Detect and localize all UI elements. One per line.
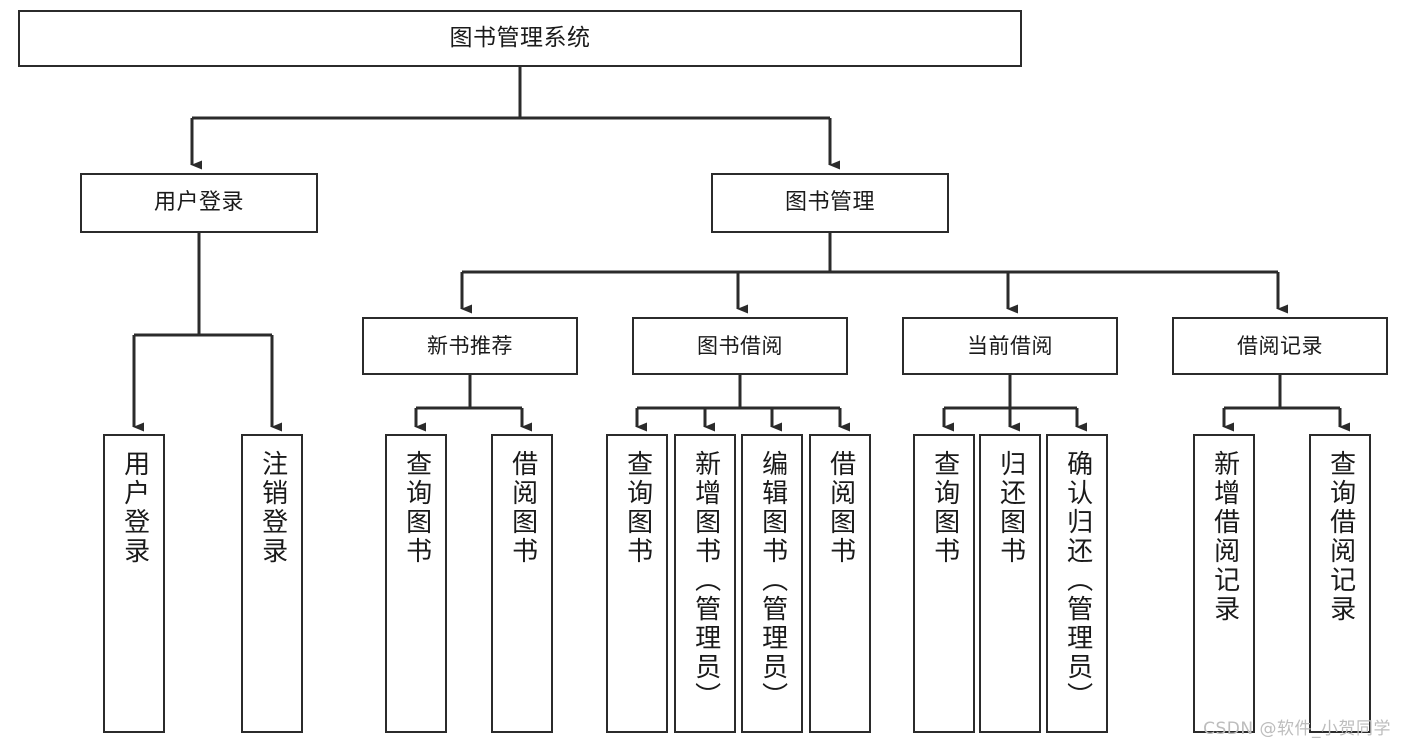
node-root-system[interactable]: 图书管理系统 — [18, 10, 1022, 67]
node-label: 借阅图书 — [507, 450, 538, 566]
node-book-borrow[interactable]: 图书借阅 — [632, 317, 848, 375]
node-label: 当前借阅 — [967, 333, 1053, 358]
node-book-management[interactable]: 图书管理 — [711, 173, 949, 233]
leaf-borrow-query-book[interactable]: 查询图书 — [606, 434, 668, 733]
node-label: 借阅图书 — [825, 450, 856, 566]
node-label: 新增图书（管理员） — [690, 450, 721, 711]
leaf-record-add-record[interactable]: 新增借阅记录 — [1193, 434, 1255, 733]
node-new-book-recommend[interactable]: 新书推荐 — [362, 317, 578, 375]
leaf-recommend-borrow-book[interactable]: 借阅图书 — [491, 434, 553, 733]
node-label: 用户登录 — [153, 189, 244, 215]
leaf-record-query-record[interactable]: 查询借阅记录 — [1309, 434, 1371, 733]
leaf-user-login-signout[interactable]: 注销登录 — [241, 434, 303, 733]
leaf-borrow-add-book-admin[interactable]: 新增图书（管理员） — [674, 434, 736, 733]
leaf-current-return-book[interactable]: 归还图书 — [979, 434, 1041, 733]
node-label: 图书管理系统 — [449, 24, 591, 51]
leaf-borrow-borrow-book[interactable]: 借阅图书 — [809, 434, 871, 733]
node-user-login[interactable]: 用户登录 — [80, 173, 318, 233]
node-current-borrow[interactable]: 当前借阅 — [902, 317, 1118, 375]
node-label: 图书借阅 — [697, 333, 783, 358]
node-label: 确认归还（管理员） — [1062, 450, 1093, 711]
node-label: 归还图书 — [995, 450, 1026, 566]
node-label: 查询借阅记录 — [1325, 450, 1356, 624]
node-label: 图书管理 — [784, 189, 875, 215]
leaf-current-query-book[interactable]: 查询图书 — [913, 434, 975, 733]
node-label: 查询图书 — [401, 450, 432, 566]
node-label: 查询图书 — [622, 450, 653, 566]
node-label: 注销登录 — [257, 450, 288, 566]
node-label: 新书推荐 — [427, 333, 513, 358]
node-label: 借阅记录 — [1237, 333, 1323, 358]
node-label: 新增借阅记录 — [1209, 450, 1240, 624]
node-label: 编辑图书（管理员） — [757, 450, 788, 711]
leaf-borrow-edit-book-admin[interactable]: 编辑图书（管理员） — [741, 434, 803, 733]
node-label: 用户登录 — [119, 450, 150, 566]
leaf-recommend-query-book[interactable]: 查询图书 — [385, 434, 447, 733]
node-label: 查询图书 — [929, 450, 960, 566]
node-borrow-record[interactable]: 借阅记录 — [1172, 317, 1388, 375]
leaf-current-confirm-return-admin[interactable]: 确认归还（管理员） — [1046, 434, 1108, 733]
leaf-user-login-signin[interactable]: 用户登录 — [103, 434, 165, 733]
